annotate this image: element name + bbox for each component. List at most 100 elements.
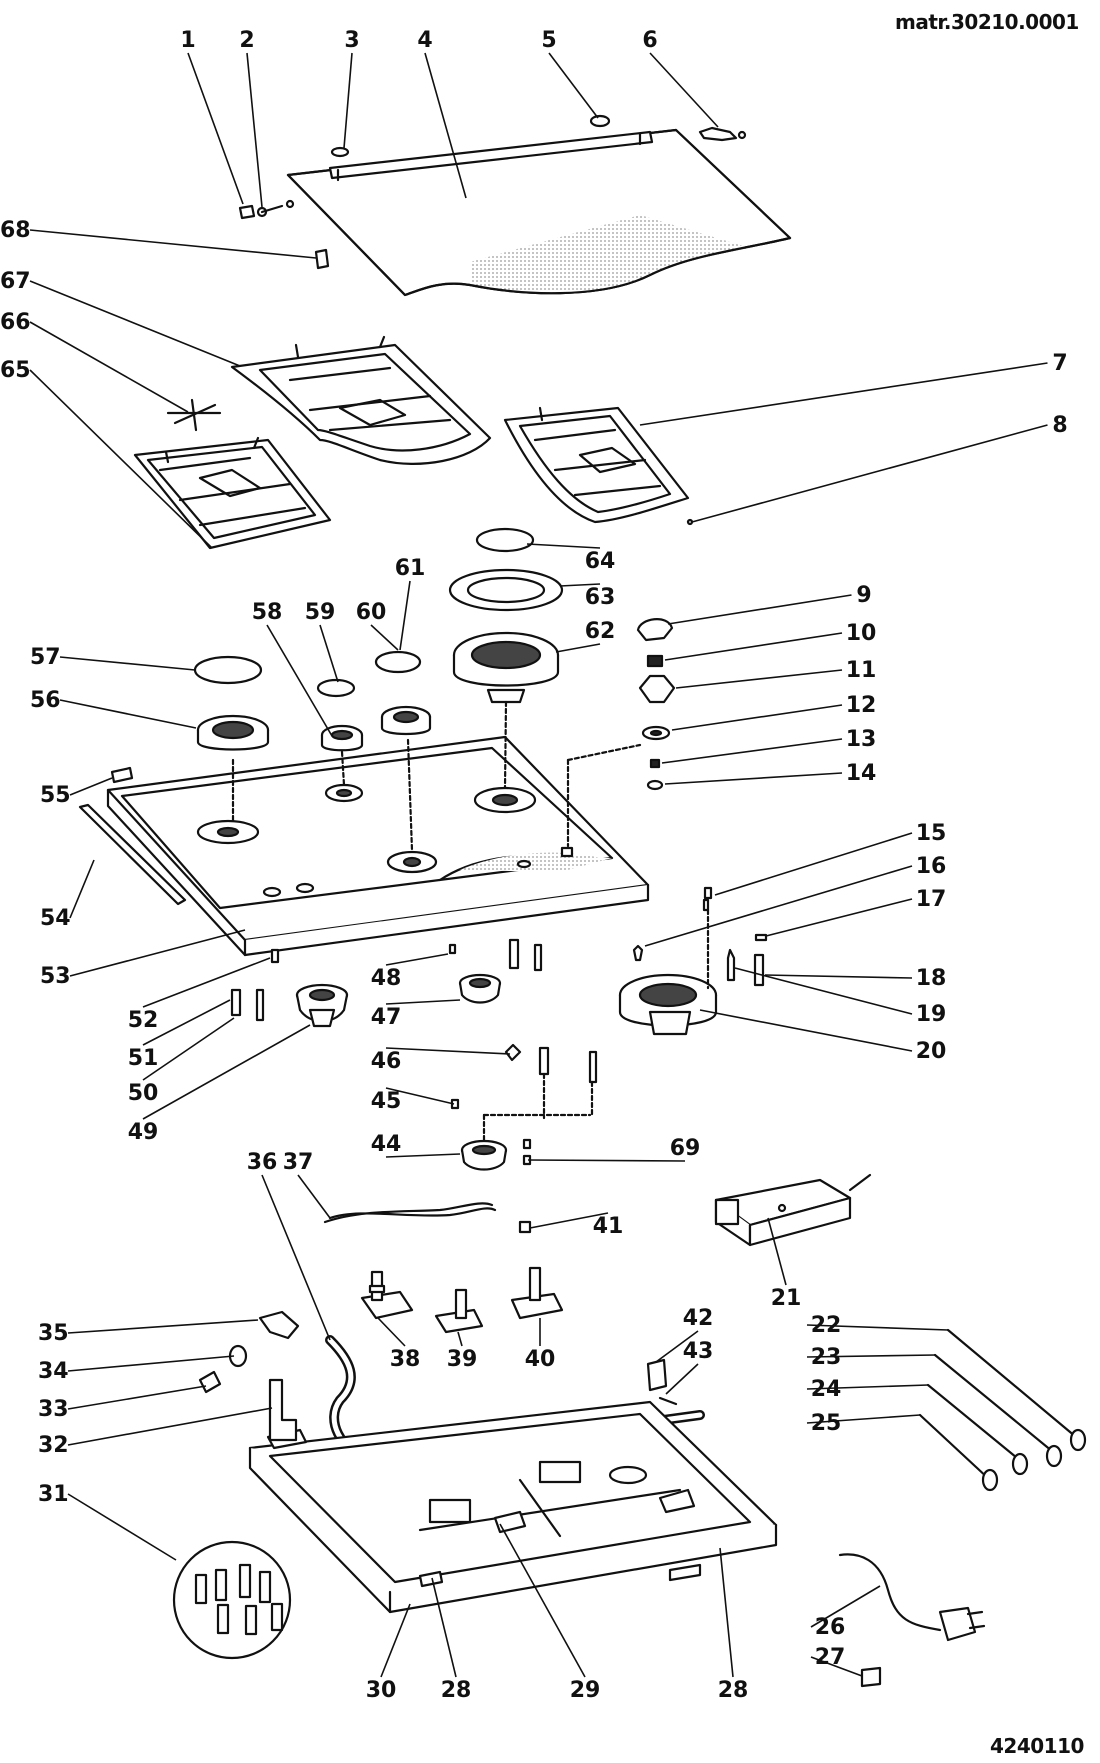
leader-lines	[29, 52, 1048, 1678]
part-number-27: 27	[815, 1645, 846, 1670]
part-number-49: 49	[128, 1120, 159, 1145]
part-number-3: 3	[344, 28, 359, 53]
leader-line-45	[385, 1087, 455, 1105]
part-number-6: 6	[642, 28, 657, 53]
leader-line-53	[69, 929, 246, 977]
part-number-33: 33	[38, 1397, 69, 1422]
clamp	[646, 1358, 668, 1392]
leader-line-57	[59, 656, 196, 671]
leader-line-15	[714, 832, 913, 896]
part-number-21: 21	[771, 1286, 802, 1311]
part-number-11: 11	[846, 658, 877, 683]
part-number-18: 18	[916, 966, 947, 991]
leader-line-37	[297, 1174, 331, 1219]
part-number-51: 51	[128, 1046, 159, 1071]
part-number-62: 62	[585, 619, 616, 644]
leader-line-38	[377, 1317, 406, 1347]
part-number-34: 34	[38, 1359, 69, 1384]
screw-8	[686, 518, 694, 526]
burner-body-large	[618, 886, 768, 1036]
leader-line-47	[385, 999, 461, 1005]
part-number-7: 7	[1052, 351, 1067, 376]
leader-line-69	[527, 1159, 686, 1162]
leader-line-65	[29, 369, 213, 549]
part-number-1: 1	[180, 28, 195, 53]
reducer-grid	[166, 398, 222, 432]
leader-line-68	[29, 229, 317, 259]
hinge-parts	[238, 114, 747, 270]
part-number-37: 37	[283, 1150, 314, 1175]
burner-heads	[196, 631, 560, 752]
part-number-15: 15	[916, 821, 947, 846]
part-number-29: 29	[570, 1678, 601, 1703]
screw-set	[172, 1540, 292, 1660]
part-number-16: 16	[916, 854, 947, 879]
gas-taps	[360, 1266, 564, 1334]
part-number-56: 56	[30, 688, 61, 713]
part-number-24: 24	[811, 1377, 842, 1402]
leader-line-50	[142, 1017, 235, 1081]
inlet-fittings	[198, 1310, 300, 1394]
part-number-47: 47	[371, 1005, 402, 1030]
seal-strip	[78, 803, 187, 906]
part-number-48: 48	[371, 966, 402, 991]
leader-line-24	[806, 1384, 929, 1390]
leader-line-58	[266, 624, 333, 737]
leader-line-21	[767, 1217, 787, 1286]
rubber-foot	[110, 766, 134, 784]
knob-assembly	[636, 618, 676, 791]
hob-top	[106, 700, 650, 957]
part-number-44: 44	[371, 1132, 402, 1157]
part-number-59: 59	[305, 600, 336, 625]
part-number-20: 20	[916, 1039, 947, 1064]
ignition-cables	[323, 1202, 494, 1224]
spark-generator	[714, 1173, 872, 1247]
leader-line-56	[59, 699, 197, 729]
leader-line-9	[667, 594, 852, 625]
part-number-40: 40	[525, 1347, 556, 1372]
part-number-60: 60	[356, 600, 387, 625]
leader-line-61	[399, 580, 411, 651]
leader-line-60	[370, 624, 399, 651]
leader-line-39	[457, 1331, 463, 1347]
chassis-base	[248, 1400, 778, 1614]
leader-line-64	[526, 543, 601, 549]
part-number-65: 65	[0, 358, 31, 383]
part-number-68: 68	[0, 218, 31, 243]
leader-line-42	[655, 1330, 699, 1363]
part-number-2: 2	[239, 28, 254, 53]
part-number-69: 69	[670, 1136, 701, 1161]
part-number-53: 53	[40, 964, 71, 989]
leader-line-67	[29, 280, 241, 367]
leader-line-52	[142, 957, 271, 1008]
leader-line-26	[810, 1585, 881, 1628]
part-number-28: 28	[441, 1678, 472, 1703]
part-number-32: 32	[38, 1433, 69, 1458]
part-number-12: 12	[846, 693, 877, 718]
part-number-4: 4	[417, 28, 432, 53]
part-number-63: 63	[585, 585, 616, 610]
leader-line-4	[424, 52, 467, 199]
part-number-57: 57	[30, 645, 61, 670]
leader-line-51	[142, 999, 231, 1046]
leader-line-12	[671, 704, 843, 731]
bracket	[268, 1378, 298, 1442]
glass-lid	[286, 128, 792, 297]
leader-line-63	[559, 583, 601, 587]
leader-line-14	[664, 772, 843, 785]
part-number-30: 30	[366, 1678, 397, 1703]
leader-line-59	[319, 624, 339, 683]
part-number-23: 23	[811, 1345, 842, 1370]
part-number-39: 39	[447, 1347, 478, 1372]
part-number-9: 9	[856, 583, 871, 608]
leader-line-66	[29, 321, 189, 413]
leader-line-5	[548, 52, 599, 119]
part-number-58: 58	[252, 600, 283, 625]
injectors	[918, 1328, 1087, 1492]
leader-line-27	[810, 1656, 863, 1677]
leader-line-22	[806, 1324, 949, 1331]
part-number-43: 43	[683, 1339, 714, 1364]
part-number-46: 46	[371, 1049, 402, 1074]
leader-line-29	[499, 1523, 586, 1678]
